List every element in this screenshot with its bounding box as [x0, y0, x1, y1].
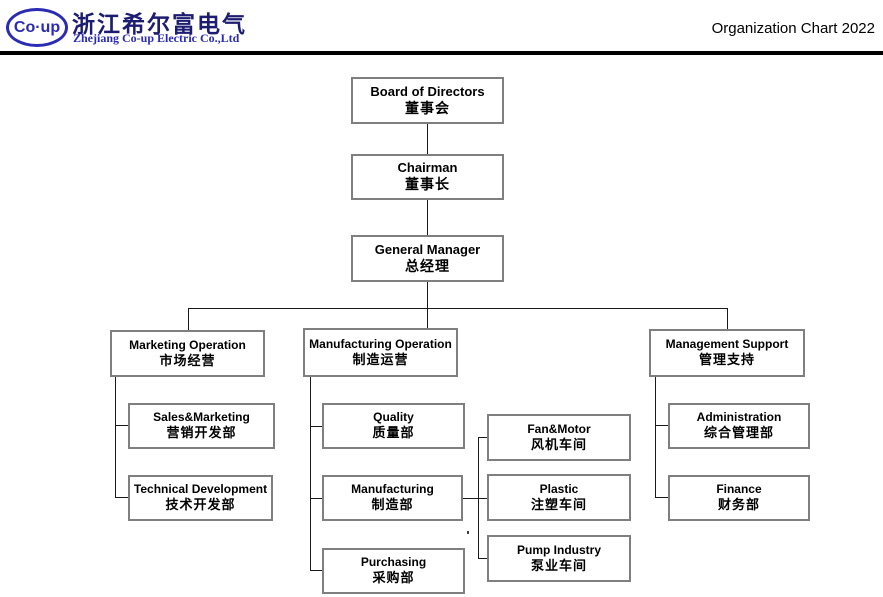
node-label-zh: 财务部 — [717, 497, 760, 513]
connector-stub-manufacturing-dept — [310, 498, 322, 499]
connector-chairman-gm — [427, 200, 428, 235]
node-label-en: Manufacturing Operation — [309, 336, 452, 351]
connector-drop-manufacturing — [427, 308, 428, 328]
node-label-zh: 风机车间 — [530, 436, 587, 452]
org-node-administration: Administration 综合管理部 — [668, 403, 810, 449]
node-label-en: Chairman — [397, 160, 458, 176]
node-label-en: Board of Directors — [370, 83, 485, 99]
node-label-zh: 技术开发部 — [165, 497, 236, 513]
org-node-fan-motor: Fan&Motor 风机车间 — [487, 414, 631, 461]
node-label-en: Purchasing — [360, 555, 427, 570]
org-node-technical-development: Technical Development 技术开发部 — [128, 475, 273, 521]
org-node-plastic: Plastic 注塑车间 — [487, 474, 631, 521]
node-label-zh: 市场经营 — [159, 352, 216, 368]
node-label-zh: 营销开发部 — [166, 425, 237, 441]
connector-stub-tech — [115, 497, 128, 498]
org-node-finance: Finance 财务部 — [668, 475, 810, 521]
node-label-zh: 质量部 — [372, 425, 415, 441]
node-label-en: Manufacturing — [351, 482, 434, 497]
page-title: Organization Chart 2022 — [711, 20, 875, 37]
stray-mark — [467, 531, 469, 534]
org-node-manufacturing-operation: Manufacturing Operation 制造运营 — [303, 328, 458, 377]
org-node-sales-marketing: Sales&Marketing 营销开发部 — [128, 403, 275, 449]
node-label-zh: 董事会 — [405, 99, 450, 116]
connector-stub-pump — [478, 558, 487, 559]
node-label-zh: 制造运营 — [352, 351, 409, 367]
node-label-en: Technical Development — [133, 482, 268, 497]
node-label-en: Fan&Motor — [527, 421, 591, 436]
node-label-zh: 董事长 — [405, 176, 450, 193]
node-label-zh: 总经理 — [405, 257, 450, 274]
node-label-en: Sales&Marketing — [153, 410, 250, 425]
node-label-en: Administration — [696, 410, 782, 425]
connector-stub-quality — [310, 426, 322, 427]
node-label-en: Quality — [373, 410, 414, 425]
org-node-marketing-operation: Marketing Operation 市场经营 — [110, 330, 265, 377]
connector-stub-administration — [655, 425, 668, 426]
company-name-chinese: 浙江希尔富电气 — [72, 11, 247, 37]
connector-drop-management — [727, 308, 728, 330]
org-node-board-of-directors: Board of Directors 董事会 — [351, 77, 504, 124]
node-label-en: Pump Industry — [516, 542, 601, 557]
connector-stub-fanmotor — [478, 437, 487, 438]
org-node-general-manager: General Manager 总经理 — [351, 235, 504, 282]
connector-stub-purchasing — [310, 570, 322, 571]
coup-logo-text: Co·up — [13, 18, 61, 36]
connector-gm-drop — [427, 282, 428, 308]
coup-logo-oval: Co·up — [6, 8, 68, 47]
org-node-quality: Quality 质量部 — [322, 403, 465, 449]
connector-stub-sales — [115, 425, 128, 426]
connector-divisions-horizontal — [188, 308, 727, 309]
node-label-en: General Manager — [374, 241, 481, 257]
node-label-zh: 综合管理部 — [703, 425, 774, 441]
org-node-manufacturing-dept: Manufacturing 制造部 — [322, 475, 463, 521]
node-label-en: Management Support — [665, 337, 789, 352]
connector-board-chairman — [427, 124, 428, 154]
connector-manufacturing-to-workshops — [463, 498, 487, 499]
org-node-chairman: Chairman 董事长 — [351, 154, 504, 200]
node-label-en: Marketing Operation — [129, 337, 246, 352]
node-label-zh: 制造部 — [371, 497, 414, 513]
node-label-zh: 管理支持 — [698, 352, 755, 368]
connector-manufacturing-bracket-v — [310, 377, 311, 570]
org-node-pump-industry: Pump Industry 泵业车间 — [487, 535, 631, 582]
connector-workshops-bracket-v — [478, 437, 479, 558]
node-label-en: Plastic — [539, 481, 579, 496]
company-name-english: Zhejiang Co-up Electric Co.,Ltd — [73, 31, 240, 45]
connector-drop-marketing — [188, 308, 189, 330]
connector-stub-finance — [655, 497, 668, 498]
connector-management-bracket-v — [655, 377, 656, 497]
org-node-purchasing: Purchasing 采购部 — [322, 548, 465, 594]
connector-marketing-bracket-v — [115, 377, 116, 497]
node-label-zh: 泵业车间 — [530, 557, 587, 573]
header-divider — [0, 51, 883, 55]
node-label-zh: 采购部 — [372, 570, 415, 586]
node-label-zh: 注塑车间 — [530, 496, 587, 512]
node-label-en: Finance — [716, 482, 762, 497]
org-node-management-support: Management Support 管理支持 — [649, 329, 805, 377]
